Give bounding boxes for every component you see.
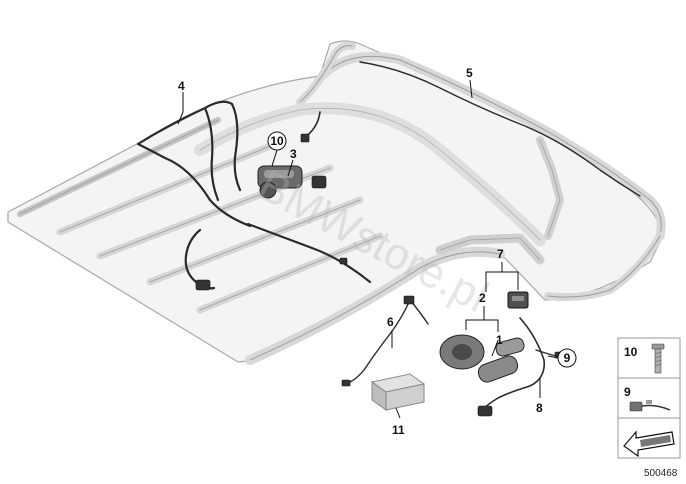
callout-9-circle: [557, 348, 577, 368]
callout-9: 9: [564, 351, 571, 365]
bolt-icon: [651, 343, 665, 374]
pump-motor-part-1: [439, 334, 525, 383]
legend-panel: 10 9: [617, 337, 681, 459]
callout-2: 2: [479, 291, 486, 305]
relay-part-7: [507, 291, 529, 309]
legend-label-10: 10: [624, 345, 638, 359]
connector-clips: [195, 133, 563, 417]
callout-8: 8: [536, 401, 543, 415]
callout-7: 7: [497, 247, 504, 261]
harness-4: [136, 100, 372, 290]
legend-label-9: 9: [624, 385, 631, 399]
wiring-harnesses: [136, 61, 641, 411]
harness-6: [345, 299, 429, 385]
diagram-id: 500468: [644, 468, 678, 479]
roof-frame: [7, 40, 666, 365]
connector-icon: [629, 400, 671, 412]
leader-lines: [177, 79, 559, 419]
callout-5: 5: [466, 66, 473, 80]
callout-6: 6: [387, 315, 394, 329]
callout-1: 1: [496, 333, 503, 347]
callout-11: 11: [392, 423, 405, 437]
direction-arrow-icon: [623, 430, 675, 458]
callouts: 4 5 10 3 7 2 6 1 9 8 11: [178, 66, 577, 437]
harness-5: [359, 61, 641, 197]
callout-4: 4: [178, 79, 185, 93]
callout-3: 3: [290, 147, 297, 161]
actuator-part-3: [257, 165, 303, 199]
callout-10: 10: [270, 134, 284, 148]
control-unit-part-11: [370, 373, 426, 411]
harness-8: [481, 317, 546, 411]
callout-10-circle: [267, 131, 287, 151]
